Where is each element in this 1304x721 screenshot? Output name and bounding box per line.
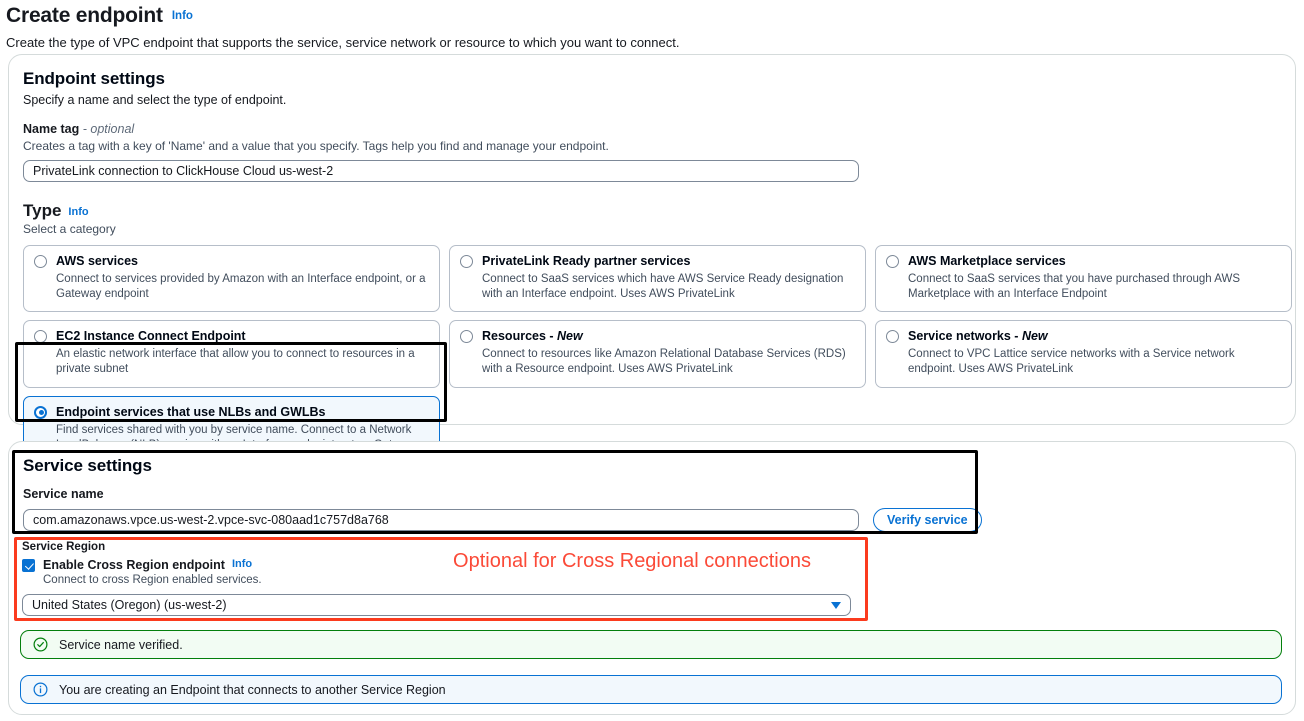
endpoint-type-option[interactable]: EC2 Instance Connect Endpoint An elastic … bbox=[23, 320, 440, 388]
enable-cross-region-checkbox[interactable] bbox=[22, 559, 35, 572]
name-tag-value: PrivateLink connection to ClickHouse Clo… bbox=[33, 164, 334, 178]
service-name-label: Service name bbox=[23, 487, 104, 501]
service-name-verified-text: Service name verified. bbox=[59, 637, 183, 652]
endpoint-type-option-description: An elastic network interface that allow … bbox=[56, 348, 415, 376]
page-info-link[interactable]: Info bbox=[171, 10, 193, 22]
cross-region-info-alert: You are creating an Endpoint that connec… bbox=[20, 675, 1282, 704]
service-name-verified-alert: Service name verified. bbox=[20, 630, 1282, 659]
endpoint-type-option-title: PrivateLink Ready partner services bbox=[482, 254, 691, 268]
radio-button[interactable] bbox=[34, 405, 47, 419]
endpoint-type-option-title: Endpoint services that use NLBs and GWLB… bbox=[56, 404, 326, 419]
endpoint-type-option-description: Connect to SaaS services which have AWS … bbox=[482, 272, 844, 301]
radio-button[interactable] bbox=[886, 330, 899, 344]
page-header: Create endpoint Info bbox=[0, 0, 1304, 28]
endpoint-type-option-description: Connect to SaaS services that you have p… bbox=[908, 272, 1240, 301]
type-label: Type bbox=[23, 201, 62, 220]
service-name-value: com.amazonaws.vpce.us-west-2.vpce-svc-08… bbox=[33, 513, 389, 527]
chevron-down-icon bbox=[831, 601, 841, 609]
verify-service-button[interactable]: Verify service bbox=[873, 508, 982, 532]
endpoint-type-option-body: EC2 Instance Connect Endpoint An elastic … bbox=[56, 329, 429, 377]
radio-button[interactable] bbox=[34, 330, 47, 344]
service-settings-title: Service settings bbox=[23, 456, 152, 475]
radio-button[interactable] bbox=[460, 255, 473, 268]
service-region-block: Service Region Enable Cross Region endpo… bbox=[22, 541, 862, 616]
endpoint-settings-description: Specify a name and select the type of en… bbox=[23, 93, 287, 107]
endpoint-type-option-description: Connect to resources like Amazon Relatio… bbox=[482, 348, 846, 376]
radio-button[interactable] bbox=[34, 255, 47, 268]
endpoint-settings-card: Endpoint settings Specify a name and sel… bbox=[8, 54, 1296, 479]
enable-cross-region-label: Enable Cross Region endpoint bbox=[43, 558, 225, 572]
enable-cross-region-row[interactable]: Enable Cross Region endpoint Info bbox=[22, 558, 862, 572]
endpoint-type-option-title: AWS Marketplace services bbox=[908, 254, 1066, 268]
service-name-input[interactable]: com.amazonaws.vpce.us-west-2.vpce-svc-08… bbox=[23, 509, 859, 531]
radio-button[interactable] bbox=[460, 330, 473, 344]
page-title: Create endpoint bbox=[6, 4, 163, 27]
endpoint-type-option-description: Connect to VPC Lattice service networks … bbox=[908, 348, 1235, 376]
endpoint-type-option-title: Resources - New bbox=[482, 329, 583, 344]
type-description: Select a category bbox=[23, 222, 116, 236]
info-circle-icon bbox=[33, 682, 48, 697]
endpoint-settings-title: Endpoint settings bbox=[23, 69, 165, 88]
name-tag-description: Creates a tag with a key of 'Name' and a… bbox=[23, 139, 609, 153]
service-name-row: com.amazonaws.vpce.us-west-2.vpce-svc-08… bbox=[23, 508, 1281, 532]
name-tag-input[interactable]: PrivateLink connection to ClickHouse Clo… bbox=[23, 160, 859, 182]
endpoint-type-option-title: Service networks - New bbox=[908, 329, 1048, 344]
page-description: Create the type of VPC endpoint that sup… bbox=[6, 35, 680, 50]
service-region-selected-value: United States (Oregon) (us-west-2) bbox=[32, 598, 227, 612]
service-region-label: Service Region bbox=[22, 541, 106, 553]
endpoint-type-option-title: AWS services bbox=[56, 254, 138, 268]
service-settings-card: Service settings Service name com.amazon… bbox=[8, 441, 1296, 715]
check-circle-icon bbox=[33, 637, 48, 652]
endpoint-type-option-title: EC2 Instance Connect Endpoint bbox=[56, 329, 246, 344]
name-tag-optional-text: - optional bbox=[82, 122, 135, 136]
type-heading: Type Info bbox=[23, 201, 1281, 221]
radio-button[interactable] bbox=[886, 255, 899, 268]
name-tag-label-text: Name tag bbox=[23, 122, 80, 136]
name-tag-label: Name tag - optional bbox=[23, 122, 1281, 136]
endpoint-type-option-description: Connect to services provided by Amazon w… bbox=[56, 272, 426, 301]
cross-region-info-text: You are creating an Endpoint that connec… bbox=[59, 682, 446, 697]
enable-cross-region-description: Connect to cross Region enabled services… bbox=[43, 574, 262, 586]
cross-region-info-link[interactable]: Info bbox=[231, 558, 253, 570]
type-info-link[interactable]: Info bbox=[68, 206, 89, 218]
service-region-select[interactable]: United States (Oregon) (us-west-2) bbox=[22, 594, 851, 616]
